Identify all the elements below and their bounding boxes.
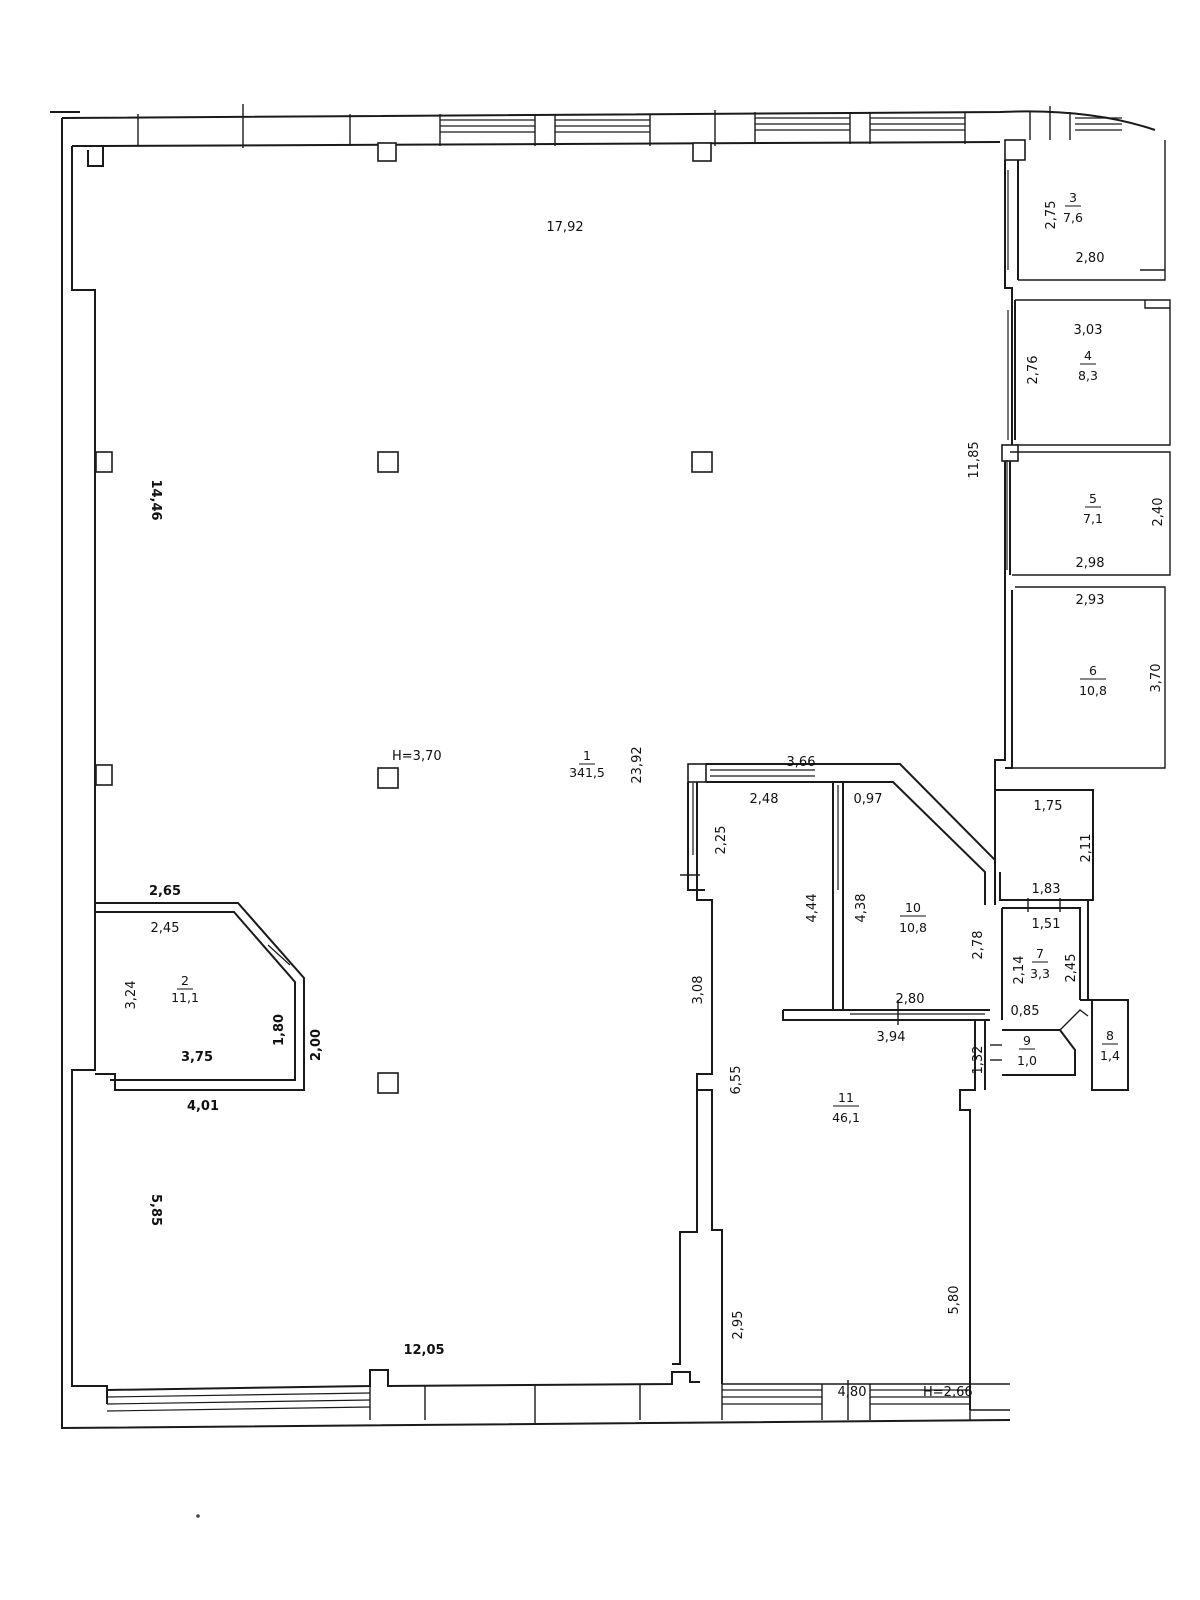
room-8-label: 8 1,4 — [1100, 1028, 1120, 1063]
bottom-windows — [106, 1370, 1010, 1424]
dim-1-75: 1,75 — [1034, 799, 1063, 814]
dim-1-83: 1,83 — [1032, 882, 1061, 897]
dim-2-98: 2,98 — [1076, 556, 1105, 571]
dim-4-44: 4,44 — [805, 894, 820, 923]
dim-2-75: 2,75 — [1044, 201, 1059, 230]
room-6-number: 6 — [1089, 663, 1097, 678]
room-11-label: 11 46,1 — [832, 1090, 860, 1125]
room-1-number: 1 — [583, 748, 591, 763]
dim-3-03: 3,03 — [1074, 323, 1103, 338]
dim-6-55: 6,55 — [729, 1066, 744, 1095]
dim-2-80-room10: 2,80 — [896, 992, 925, 1007]
room-1-area: 341,5 — [569, 765, 605, 780]
room-5-number: 5 — [1089, 491, 1097, 506]
stray-dot — [196, 1514, 200, 1518]
center-block-walls — [672, 763, 996, 1410]
dim-2-93: 2,93 — [1076, 593, 1105, 608]
room-5-area: 7,1 — [1083, 511, 1103, 526]
room-8-number: 8 — [1106, 1028, 1114, 1043]
dim-2-48: 2,48 — [750, 792, 779, 807]
room-4-label: 4 8,3 — [1078, 348, 1098, 383]
dim-2-40: 2,40 — [1151, 498, 1166, 527]
dim-4-38: 4,38 — [854, 894, 869, 923]
dim-1-80: 1,80 — [272, 1014, 287, 1046]
dimension-labels: 17,92 12,05 2,65 2,45 3,75 4,01 2,80 3,0… — [149, 220, 1105, 1400]
dim-5-80: 5,80 — [947, 1286, 962, 1315]
dim-2-45-room7: 2,45 — [1064, 954, 1079, 983]
room-10-area: 10,8 — [899, 920, 927, 935]
room-7-label: 7 3,3 — [1030, 946, 1050, 981]
room-11-number: 11 — [838, 1090, 854, 1105]
room-10-number: 10 — [905, 900, 921, 915]
dim-2-00: 2,00 — [309, 1029, 324, 1061]
room-9-number: 9 — [1023, 1033, 1031, 1048]
dim-2-45: 2,45 — [151, 921, 180, 936]
dim-11-85: 11,85 — [967, 441, 982, 478]
dim-17-92: 17,92 — [546, 220, 583, 235]
dim-2-14: 2,14 — [1012, 956, 1027, 985]
room-6-area: 10,8 — [1079, 683, 1107, 698]
dim-0-85: 0,85 — [1011, 1004, 1040, 1019]
room-2-number: 2 — [181, 973, 189, 988]
dim-3-75: 3,75 — [181, 1050, 213, 1065]
room-7-area: 3,3 — [1030, 966, 1050, 981]
dim-2-11: 2,11 — [1079, 834, 1094, 863]
ceiling-height-secondary: H=2,66 — [923, 1385, 973, 1400]
top-windows — [137, 104, 1122, 148]
dim-4-80: 4,80 — [838, 1385, 867, 1400]
dim-2-76: 2,76 — [1026, 356, 1041, 385]
room-9-label: 9 1,0 — [1017, 1033, 1037, 1068]
room-4-number: 4 — [1084, 348, 1092, 363]
outer-walls — [50, 104, 1156, 1430]
room-9-area: 1,0 — [1017, 1053, 1037, 1068]
dim-2-65: 2,65 — [149, 884, 181, 899]
room-2-label: 2 11,1 — [171, 973, 199, 1005]
room-3-area: 7,6 — [1063, 210, 1083, 225]
ceiling-height-main: H=3,70 — [392, 749, 442, 764]
dimension-labels-vertical: 14,46 23,92 11,85 5,85 3,24 1,80 2,00 2,… — [124, 201, 1166, 1340]
dim-1-32: 1,32 — [971, 1046, 986, 1075]
dim-3-66: 3,66 — [787, 755, 816, 770]
dim-1-51: 1,51 — [1032, 917, 1061, 932]
dim-3-24: 3,24 — [124, 981, 139, 1010]
room-3-number: 3 — [1069, 190, 1077, 205]
room-7-number: 7 — [1036, 946, 1044, 961]
dim-12-05: 12,05 — [403, 1343, 444, 1358]
room-4-area: 8,3 — [1078, 368, 1098, 383]
dim-14-46: 14,46 — [148, 479, 163, 520]
room-11-area: 46,1 — [832, 1110, 860, 1125]
dim-2-80-room3: 2,80 — [1076, 251, 1105, 266]
room-3-label: 3 7,6 — [1063, 190, 1083, 225]
dim-3-70: 3,70 — [1149, 664, 1164, 693]
dim-2-95: 2,95 — [731, 1311, 746, 1340]
room-2-area: 11,1 — [171, 990, 199, 1005]
dim-0-97: 0,97 — [854, 792, 883, 807]
dim-2-78: 2,78 — [971, 931, 986, 960]
small-rooms-walls — [990, 898, 1129, 1091]
room-5-label: 5 7,1 — [1083, 491, 1103, 526]
room-labels: 1 341,5 2 11,1 3 7,6 4 8,3 5 7,1 6 10,8 — [171, 190, 1120, 1125]
dim-3-94: 3,94 — [877, 1030, 906, 1045]
dim-3-08: 3,08 — [691, 976, 706, 1005]
dim-2-25: 2,25 — [714, 826, 729, 855]
room-6-label: 6 10,8 — [1079, 663, 1107, 698]
room-8-area: 1,4 — [1100, 1048, 1120, 1063]
dim-4-01: 4,01 — [187, 1099, 219, 1114]
room-1-label: 1 341,5 — [569, 748, 605, 780]
room-10-label: 10 10,8 — [899, 900, 927, 935]
columns — [377, 451, 713, 1094]
dim-5-85: 5,85 — [148, 1194, 163, 1226]
room-2-walls — [95, 902, 305, 1091]
dim-23-92: 23,92 — [630, 746, 645, 783]
right-rooms-walls — [994, 140, 1171, 901]
